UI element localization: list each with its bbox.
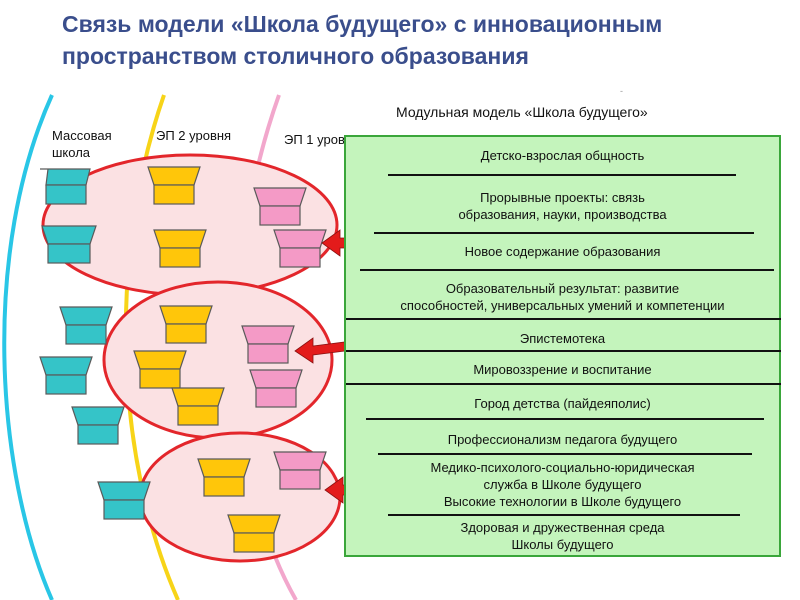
house-ep1-icon	[273, 451, 327, 490]
module-row: Высокие технологии в Школе будущего	[346, 493, 779, 510]
module-row-text: Образовательный результат: развитие	[445, 281, 680, 296]
house-mass-school-icon	[40, 168, 91, 205]
module-row: Медико-психолого-социально-юридическая с…	[346, 459, 779, 493]
house-ep1-icon	[241, 325, 295, 364]
label-mass-school: Массовая школа	[52, 127, 112, 161]
house-ep2-icon	[227, 514, 281, 553]
page-title: Связь модели «Школа будущего» с инноваци…	[62, 8, 782, 72]
module-row: Город детства (пайдеяполис)	[346, 395, 779, 412]
house-mass-school-icon	[41, 225, 97, 264]
module-row-text: способностей, универсальных умений и ком…	[400, 298, 725, 313]
module-row-text: Детско-взрослая общность	[480, 148, 645, 163]
arc-mass-school	[2, 94, 54, 600]
module-row-text: Здоровая и дружественная среда	[460, 520, 665, 535]
label-mass-school-line-2: школа	[52, 145, 91, 160]
module-row: Детско-взрослая общность	[346, 147, 779, 164]
module-row-text: Город детства (пайдеяполис)	[474, 396, 651, 411]
module-row: Мировоззрение и воспитание	[346, 361, 779, 378]
module-row-text: Эпистемотека	[519, 331, 606, 346]
row-divider	[366, 418, 764, 420]
row-divider	[346, 318, 781, 320]
module-row-text: Профессионализм педагога будущего	[447, 432, 678, 447]
panel-title: Модульная модель «Школа будущего»	[396, 104, 648, 120]
module-row-text: Прорывные проекты: связь	[480, 190, 645, 205]
module-row-text: образования, науки, производства	[458, 207, 667, 222]
module-row-text: Высокие технологии в Школе будущего	[443, 494, 682, 509]
house-ep1-icon	[253, 187, 307, 226]
row-divider	[346, 383, 781, 385]
row-divider	[360, 269, 774, 271]
module-row: Прорывные проекты: связь образования, на…	[346, 189, 779, 223]
row-divider	[388, 514, 740, 516]
modular-model-panel: Детско-взрослая общность Прорывные проек…	[344, 135, 781, 557]
label-ep2: ЭП 2 уровня	[156, 128, 232, 143]
house-ep2-icon	[147, 166, 201, 205]
house-ep2-icon	[153, 229, 207, 268]
label-ep1: ЭП 1 уровня	[284, 132, 360, 147]
panel-marker: -	[620, 86, 623, 96]
house-ep2-icon	[197, 458, 251, 497]
module-row: Эпистемотека	[346, 330, 779, 347]
house-mass-school-icon	[97, 481, 151, 520]
module-row-text: служба в Школе будущего	[483, 477, 642, 492]
module-row: Здоровая и дружественная среда Школы буд…	[346, 519, 779, 553]
label-mass-school-line-1: Массовая	[52, 128, 112, 143]
row-divider	[378, 453, 752, 455]
house-mass-school-icon	[71, 406, 125, 445]
row-divider	[374, 232, 754, 234]
house-mass-school-icon	[39, 356, 93, 395]
module-row-text: Школы будущего	[511, 537, 614, 552]
module-row-text: Мировоззрение и воспитание	[473, 362, 652, 377]
title-line-2: пространством столичного образования	[62, 43, 529, 69]
title-line-1: Связь модели «Школа будущего» с инноваци…	[62, 11, 663, 37]
module-row: Новое содержание образования	[346, 243, 779, 260]
module-row: Профессионализм педагога будущего	[346, 431, 779, 448]
row-divider	[346, 350, 781, 352]
house-ep2-icon	[133, 350, 187, 389]
row-divider	[388, 174, 736, 176]
house-mass-school-icon	[59, 306, 113, 345]
module-row-text: Медико-психолого-социально-юридическая	[430, 460, 695, 475]
house-ep1-icon	[273, 229, 327, 268]
house-ep1-icon	[249, 369, 303, 408]
module-row-text: Новое содержание образования	[464, 244, 661, 259]
module-row: Образовательный результат: развитие спос…	[346, 280, 779, 314]
house-ep2-icon	[159, 305, 213, 344]
house-ep2-icon	[171, 387, 225, 426]
